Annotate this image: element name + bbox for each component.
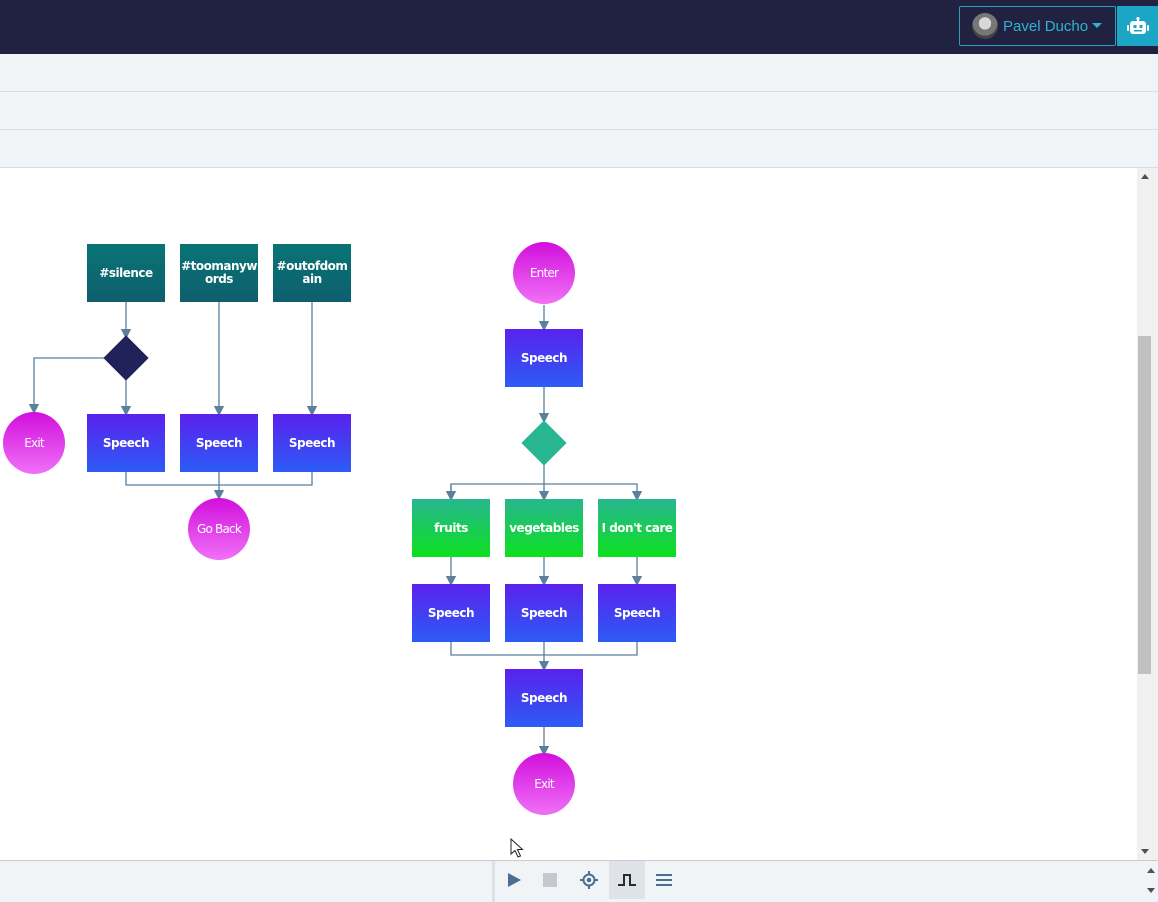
go-back-node[interactable]: Go Back — [188, 498, 250, 560]
speech-node[interactable]: Speech — [598, 584, 676, 642]
speech-node[interactable]: Speech — [412, 584, 490, 642]
enter-node[interactable]: Enter — [513, 242, 575, 304]
speech-node[interactable]: Speech — [180, 414, 258, 472]
option-vegetables-node[interactable]: vegetables — [505, 499, 583, 557]
vertical-scrollbar[interactable] — [1137, 168, 1158, 860]
hamburger-icon — [656, 874, 672, 886]
crosshair-icon — [580, 871, 598, 889]
locate-button[interactable] — [571, 861, 607, 899]
toolbar-strip-1 — [0, 54, 1158, 92]
top-navbar: Pavel Ducho — [0, 0, 1158, 54]
mouse-cursor-icon — [510, 838, 524, 858]
trigger-outofdomain-node[interactable]: #outofdomain — [273, 244, 351, 302]
user-name: Pavel Ducho — [1003, 17, 1089, 35]
scroll-down-icon[interactable] — [1141, 849, 1149, 854]
user-menu-button[interactable]: Pavel Ducho — [959, 6, 1116, 46]
diagram-canvas[interactable]: #silence #toomanywords #outofdomain Exit… — [0, 168, 1137, 860]
stop-button[interactable] — [532, 861, 568, 899]
caret-down-icon — [1092, 22, 1103, 28]
toolbar-strip-3 — [0, 130, 1158, 168]
trigger-silence-node[interactable]: #silence — [87, 244, 165, 302]
trigger-toomanywords-node[interactable]: #toomanywords — [180, 244, 258, 302]
toolbar-strip-2 — [0, 92, 1158, 130]
play-button[interactable] — [496, 861, 532, 899]
speech-node[interactable]: Speech — [505, 669, 583, 727]
scrollbar-thumb[interactable] — [1138, 336, 1151, 674]
bottom-toolbar — [0, 860, 1158, 902]
step-line-icon — [618, 874, 636, 886]
speech-node[interactable]: Speech — [273, 414, 351, 472]
play-icon — [508, 873, 521, 887]
option-dont-care-node[interactable]: I don't care — [598, 499, 676, 557]
robot-icon — [1126, 17, 1149, 34]
connector-lines — [28, 302, 643, 757]
user-avatar — [972, 13, 998, 39]
menu-button[interactable] — [646, 861, 682, 899]
connector — [28, 357, 104, 415]
scroll-down-icon[interactable] — [1147, 888, 1155, 893]
connector-style-button[interactable] — [609, 861, 645, 899]
exit-node-right[interactable]: Exit — [513, 753, 575, 815]
stop-icon — [543, 873, 557, 887]
speech-node[interactable]: Speech — [505, 584, 583, 642]
speech-node[interactable]: Speech — [87, 414, 165, 472]
scroll-up-icon[interactable] — [1141, 174, 1149, 179]
option-fruits-node[interactable]: fruits — [412, 499, 490, 557]
scroll-up-icon[interactable] — [1147, 868, 1155, 873]
bot-button[interactable] — [1117, 6, 1158, 46]
toolbar-divider — [492, 861, 495, 902]
exit-node-left[interactable]: Exit — [3, 412, 65, 474]
bottom-scroll-control[interactable] — [1144, 863, 1158, 899]
speech-node[interactable]: Speech — [505, 329, 583, 387]
